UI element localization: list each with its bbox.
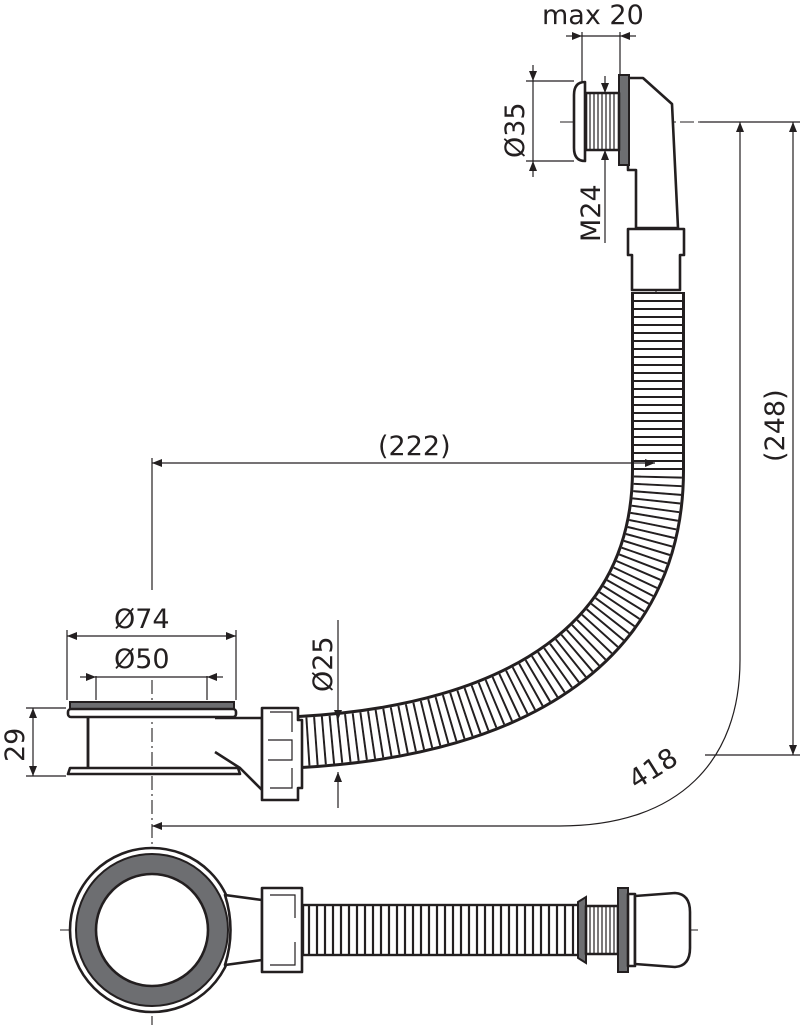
- drain-body: [66, 701, 304, 802]
- label-offset: (222): [378, 431, 451, 462]
- drain-top-view: [68, 846, 692, 1014]
- label-max-20: max 20: [542, 0, 644, 31]
- label-inner-diameter: Ø50: [114, 644, 170, 675]
- dimensions: [26, 32, 800, 830]
- label-drain-height: 29: [0, 728, 31, 762]
- corrugated-hose: [298, 292, 685, 769]
- label-thread: M24: [576, 184, 607, 242]
- label-height: (248): [760, 389, 791, 462]
- label-outer-diameter: Ø74: [114, 604, 170, 635]
- overflow-fitting: [572, 74, 686, 292]
- label-cap-diameter: Ø35: [500, 102, 531, 158]
- label-hose-diameter: Ø25: [308, 636, 339, 692]
- label-hose-length: 418: [623, 742, 683, 796]
